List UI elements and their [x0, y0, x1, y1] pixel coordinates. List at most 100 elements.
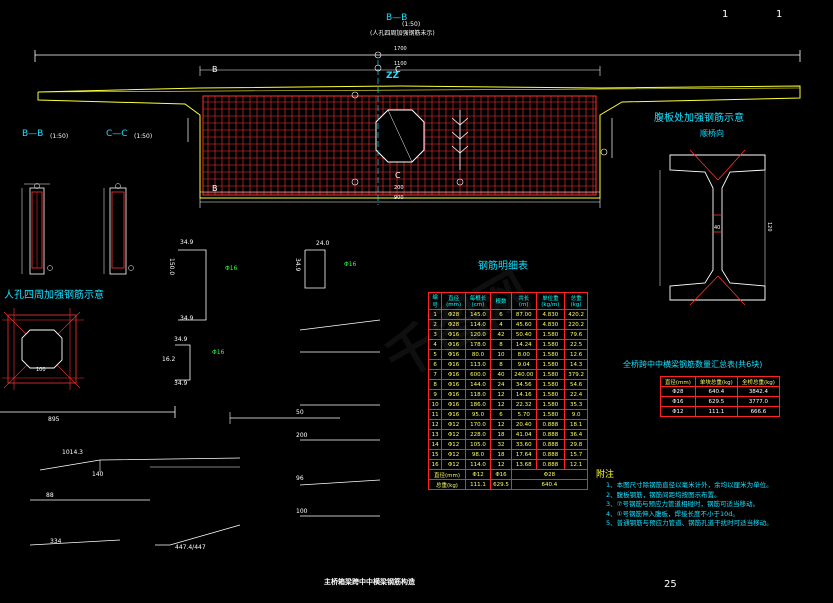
summary-table-cell: Φ16	[660, 396, 696, 407]
rebar-table-cell: 33.60	[510, 439, 537, 450]
rebar-table-footer-cell: Φ28	[510, 469, 589, 480]
page-number: 25	[664, 579, 677, 590]
manhole-dimension: 100	[36, 367, 46, 373]
rebar-table-cell: 1.580	[535, 409, 566, 420]
rebar-table-cell: 170.0	[464, 419, 492, 430]
note-line: 5、普通钢筋与预应力管道、钢筋孔道干扰时可适当移动。	[606, 519, 773, 527]
rebar-table-cell: 14.24	[510, 339, 537, 350]
rebar-table-cell: 8.00	[510, 349, 537, 360]
rebar-table-cell: 41.04	[510, 429, 537, 440]
rebar-table-cell: 600.0	[464, 369, 492, 380]
rebar-table-footer-cell: 629.5	[490, 479, 512, 490]
mark-c-top: C	[395, 65, 401, 74]
len-50: 50	[296, 409, 304, 416]
rebar-table-cell: 0.888	[535, 459, 566, 470]
detail3-top-dim: 34.9	[174, 336, 188, 343]
note-line: 3、⑦号钢筋与预应力管道相碰时，钢筋可适当移动。	[606, 500, 759, 508]
rebar-table-cell: 1.580	[535, 339, 566, 350]
len-88: 88	[46, 492, 54, 499]
rebar-table-cell: Φ16	[441, 379, 466, 390]
mark-c-bottom: C	[395, 171, 401, 180]
mark-b-left: B	[212, 65, 218, 74]
note-line: 2、腹板钢筋，钢筋间距均按图示布置。	[606, 490, 721, 499]
rebar-table-cell: 1.580	[535, 399, 566, 410]
summary-table-cell: 666.6	[736, 406, 781, 417]
rebar-table-footer-cell: Φ16	[490, 469, 512, 480]
web-detail-subtitle: 顺桥向	[700, 129, 724, 138]
sub-dimension: 1100	[394, 61, 407, 67]
rebar-table-cell: 0.888	[535, 429, 566, 440]
rebar-table-cell: 4.830	[535, 309, 566, 320]
summary-table-cell: 3842.4	[736, 386, 781, 397]
bottom-dimension-2: 900	[394, 195, 404, 201]
len-140: 140	[92, 471, 104, 478]
section-bb-scale: (1:50)	[50, 133, 69, 140]
rebar-table-cell: Φ12	[441, 429, 466, 440]
rebar-table-cell: 34.56	[510, 379, 537, 390]
rebar-table-cell: 9.0	[564, 409, 588, 420]
rebar-table-cell: 11	[427, 409, 443, 420]
rebar-table-cell: 0.888	[535, 419, 566, 430]
rebar-table-footer-cell: 直径(mm)	[428, 469, 466, 480]
rebar-table-cell: 14.16	[510, 389, 537, 400]
summary-table-cell: 111.1	[694, 406, 738, 417]
rebar-table-cell: Φ12	[441, 439, 466, 450]
rebar-table-cell: 0.888	[535, 439, 566, 450]
rebar-table-footer-cell: Φ12	[464, 469, 492, 480]
rebar-table-cell: Φ12	[441, 459, 466, 470]
rebar-table-cell: 17.64	[510, 449, 537, 460]
summary-table-header: 直径(mm)	[660, 376, 696, 387]
note-line: 4、①号钢筋伸入腹板，焊接长度不小于10d。	[606, 509, 739, 518]
len-334: 334	[50, 538, 62, 545]
rebar-table-cell: 79.6	[564, 329, 588, 340]
rebar-table-cell: 1.580	[535, 369, 566, 380]
rebar-table-cell: 95.0	[464, 409, 492, 420]
rebar-table-cell: 18	[490, 449, 512, 460]
web-detail-dim2: 120	[766, 222, 772, 232]
notes-title: 附注	[596, 470, 615, 480]
rebar-table-cell: 54.6	[564, 379, 588, 390]
rebar-table-cell: 1.580	[535, 359, 566, 370]
summary-table-cell: Φ28	[660, 386, 696, 397]
rebar-table-cell: 10	[490, 349, 512, 360]
rebar-table-header: 单位重(kg/m)	[535, 292, 566, 310]
rebar-table-cell: 8	[427, 379, 443, 390]
rebar-table-cell: 18	[490, 429, 512, 440]
rebar-table-cell: 240.00	[510, 369, 537, 380]
len-100: 100	[296, 508, 308, 515]
rebar-table-cell: 13	[427, 429, 443, 440]
detail2-mark: Φ16	[344, 261, 357, 268]
rebar-table-cell: 1.580	[535, 349, 566, 360]
rebar-table-cell: 1.580	[535, 379, 566, 390]
rebar-table-cell: 12.1	[564, 459, 588, 470]
len-1014: 1014.3	[62, 449, 83, 456]
rebar-table-cell: 10	[427, 399, 443, 410]
detail1-top-dim: 34.9	[180, 239, 194, 246]
detail1-left-dim: 150.0	[168, 258, 175, 276]
mark-b-bottom: B	[212, 184, 218, 193]
rebar-table-cell: 220.2	[564, 319, 588, 330]
rebar-table-cell: 105.0	[464, 439, 492, 450]
rebar-table-cell: Φ16	[441, 399, 466, 410]
rebar-table-cell: 14.3	[564, 359, 588, 370]
rebar-table-cell: 18.1	[564, 419, 588, 430]
rebar-table-cell: Φ12	[441, 449, 466, 460]
rebar-table-cell: 144.0	[464, 379, 492, 390]
overall-dimension: 1700	[394, 46, 407, 52]
summary-table-cell: 640.4	[694, 386, 738, 397]
main-section-scale: (1:50)	[402, 21, 421, 28]
summary-table-header: 全桥总重(kg)	[736, 376, 781, 387]
rebar-table-cell: 5.70	[510, 409, 537, 420]
rebar-table-cell: 114.0	[464, 459, 492, 470]
main-section-title: B—B	[386, 13, 408, 23]
